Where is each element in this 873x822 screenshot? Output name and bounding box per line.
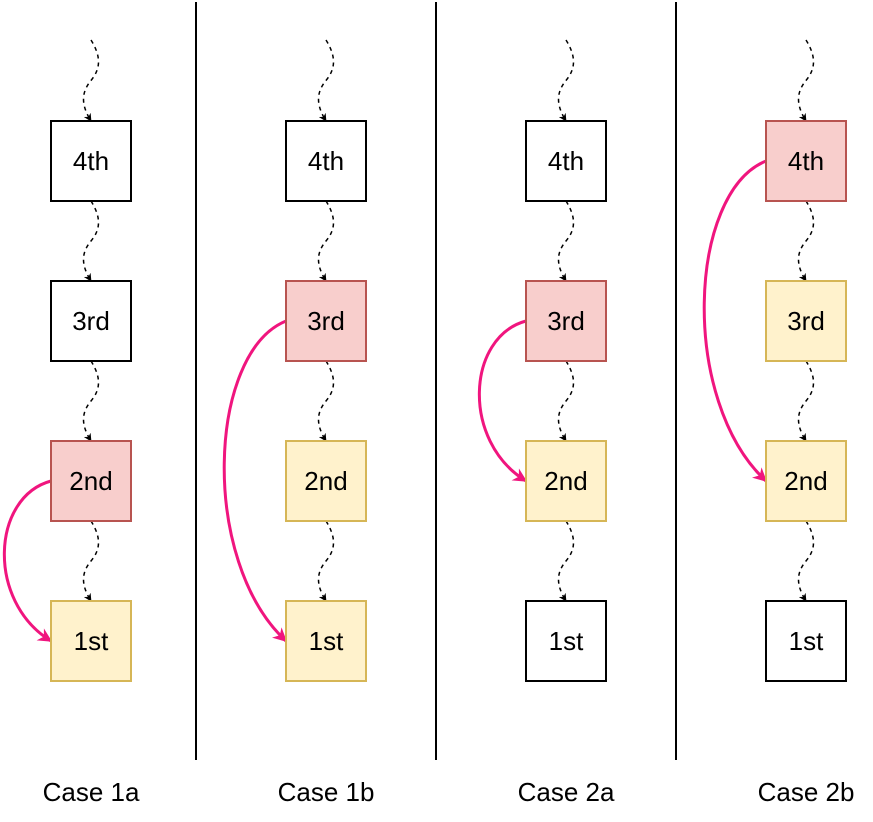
incoming-link-4 (797, 39, 815, 122)
node-3rd: 3rd (525, 280, 607, 362)
node-box (285, 440, 367, 522)
node-3rd: 3rd (50, 280, 132, 362)
node-label: 2nd (304, 466, 347, 496)
node-1st: 1st (285, 600, 367, 682)
node-2nd: 2nd (525, 440, 607, 522)
nodes: 4th 3rd 2nd 1st 4th 3rd 2nd 1st 4th 3rd 2nd 1st 4th 3… (50, 120, 847, 682)
case-label: Case 2a (518, 777, 615, 807)
sequence-link-4-1 (797, 200, 815, 282)
node-box (50, 600, 132, 682)
node-box (765, 280, 847, 362)
node-box (765, 600, 847, 682)
node-label: 4th (73, 146, 109, 176)
node-label: 3rd (547, 306, 585, 336)
jump-arrow-4 (702, 159, 768, 483)
incoming-link-1 (82, 39, 100, 122)
jump-arrows (2, 159, 768, 643)
sequence-link-1-1 (82, 200, 100, 282)
node-4th: 4th (525, 120, 607, 202)
sequence-links (82, 39, 815, 602)
node-label: 1st (309, 626, 344, 656)
node-1st: 1st (765, 600, 847, 682)
sequence-link-2-3 (317, 520, 335, 602)
node-label: 2nd (784, 466, 827, 496)
node-box (50, 280, 132, 362)
node-2nd: 2nd (50, 440, 132, 522)
node-box (50, 440, 132, 522)
node-label: 3rd (787, 306, 825, 336)
node-3rd: 3rd (285, 280, 367, 362)
node-box (765, 120, 847, 202)
node-label: 4th (548, 146, 584, 176)
node-4th: 4th (50, 120, 132, 202)
node-label: 1st (74, 626, 109, 656)
jump-arrow-3 (477, 319, 528, 483)
node-box (285, 280, 367, 362)
case-label: Case 2b (758, 777, 855, 807)
sequence-link-4-3 (797, 520, 815, 602)
node-box (50, 120, 132, 202)
node-label: 3rd (72, 306, 110, 336)
node-label: 4th (308, 146, 344, 176)
node-box (765, 440, 847, 522)
sequence-link-1-3 (82, 520, 100, 602)
sequence-link-3-1 (557, 200, 575, 282)
case-label: Case 1a (43, 777, 140, 807)
sequence-link-4-2 (797, 360, 815, 442)
node-box (525, 600, 607, 682)
node-3rd: 3rd (765, 280, 847, 362)
node-4th: 4th (765, 120, 847, 202)
node-1st: 1st (50, 600, 132, 682)
node-label: 3rd (307, 306, 345, 336)
node-1st: 1st (525, 600, 607, 682)
sequence-link-1-2 (82, 360, 100, 442)
node-label: 2nd (544, 466, 587, 496)
node-label: 4th (788, 146, 824, 176)
node-4th: 4th (285, 120, 367, 202)
jump-arrow-2 (222, 319, 288, 643)
case-label: Case 1b (278, 777, 375, 807)
sequence-link-2-2 (317, 360, 335, 442)
incoming-link-2 (317, 39, 335, 122)
incoming-link-3 (557, 39, 575, 122)
column-dividers (195, 2, 677, 760)
node-2nd: 2nd (285, 440, 367, 522)
node-2nd: 2nd (765, 440, 847, 522)
node-box (525, 120, 607, 202)
case-labels: Case 1a Case 1b Case 2a Case 2b (43, 777, 855, 807)
node-label: 1st (789, 626, 824, 656)
node-box (525, 440, 607, 522)
sequence-link-3-2 (557, 360, 575, 442)
sequence-link-2-1 (317, 200, 335, 282)
sequence-link-3-3 (557, 520, 575, 602)
node-box (285, 600, 367, 682)
node-label: 1st (549, 626, 584, 656)
node-label: 2nd (69, 466, 112, 496)
node-box (525, 280, 607, 362)
node-box (285, 120, 367, 202)
jump-arrow-1 (2, 479, 53, 643)
